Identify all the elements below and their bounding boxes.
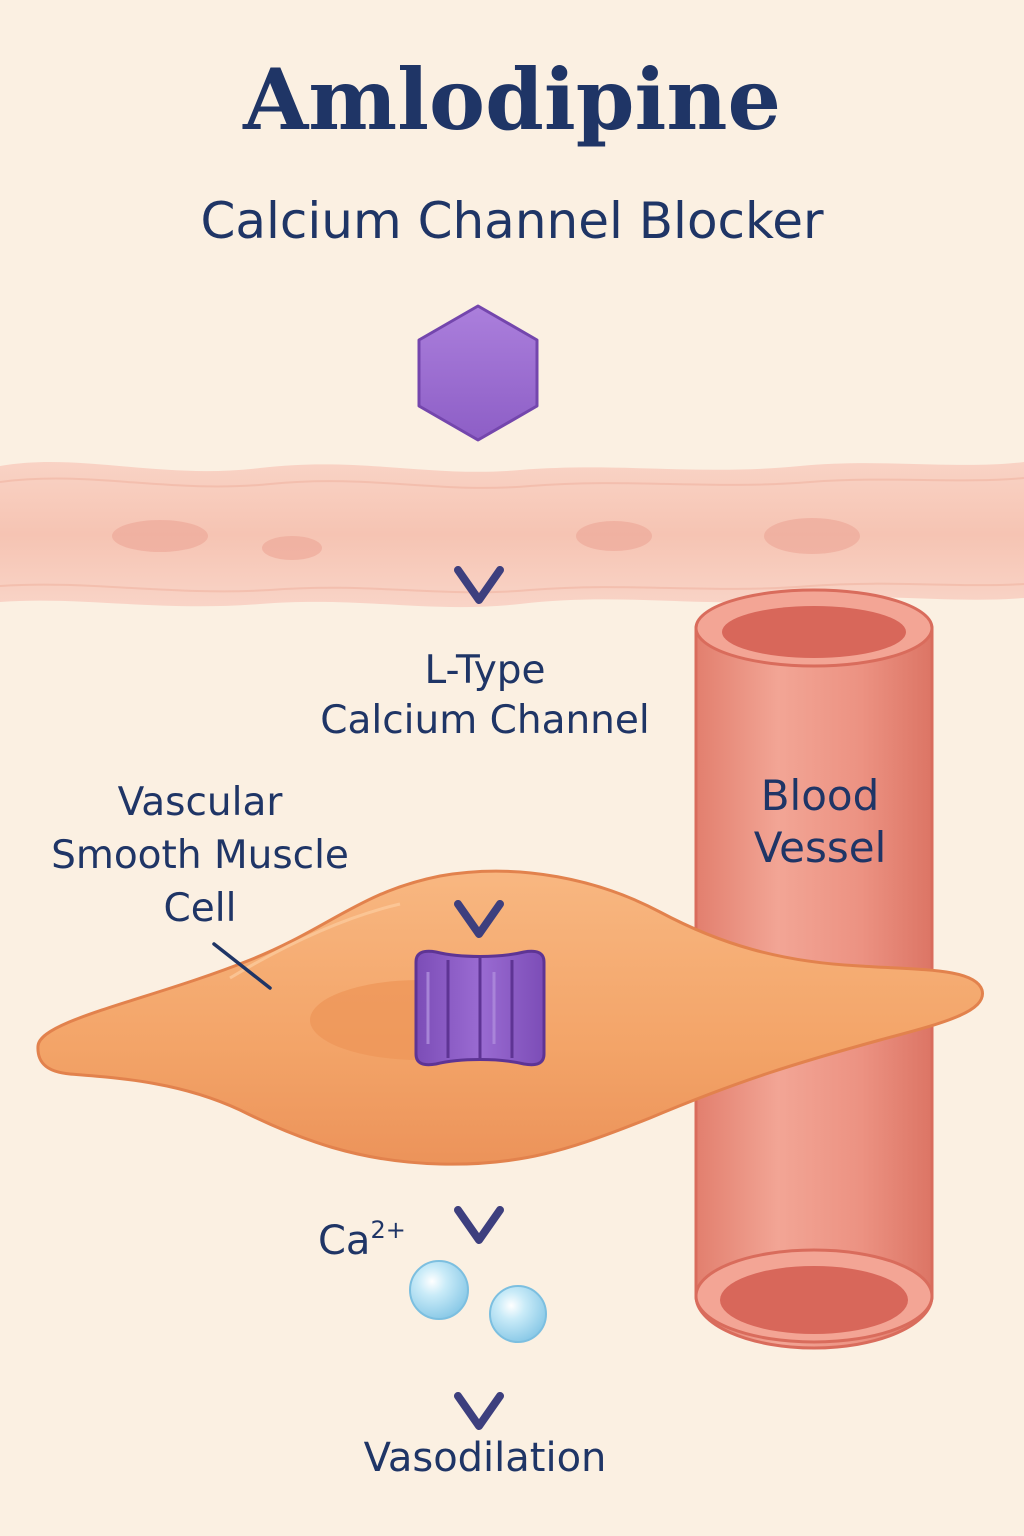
- membrane-nucleus: [112, 520, 208, 552]
- calcium-channel-icon: [414, 949, 546, 1067]
- ion-symbol: Ca: [318, 1218, 371, 1264]
- calcium-ions-icon: [409, 1260, 547, 1343]
- arrow-channel-to-ions: [454, 1082, 504, 1244]
- arrow-drug-to-channel: [454, 456, 504, 604]
- calcium-ion-label: Ca2+: [318, 1218, 406, 1261]
- cell-label-pointer: [212, 942, 272, 990]
- vessel-lumen-top: [722, 606, 906, 658]
- amlodipine-molecule-icon: [417, 304, 539, 442]
- page-subtitle: Calcium Channel Blocker: [200, 192, 824, 250]
- vessel-label: Blood Vessel: [700, 770, 940, 874]
- page-title: Amlodipine: [243, 50, 781, 149]
- arrow-label-to-channel: [454, 766, 504, 938]
- cell-label-line: Vascular: [117, 780, 283, 825]
- membrane-nucleus: [764, 518, 860, 554]
- membrane-nucleus: [576, 521, 652, 551]
- channel-label: L-Type Calcium Channel: [270, 646, 700, 746]
- blood-vessel: [694, 588, 934, 1350]
- vessel-label-line: Blood: [760, 771, 880, 820]
- calcium-ion: [489, 1285, 547, 1343]
- cell-label-line: Cell: [163, 886, 237, 931]
- outcome-label: Vasodilation: [363, 1435, 607, 1481]
- channel-label-line: Calcium Channel: [320, 698, 650, 743]
- calcium-ion: [409, 1260, 469, 1320]
- vessel-label-line: Vessel: [753, 823, 887, 872]
- cell-label: Vascular Smooth Muscle Cell: [20, 776, 380, 935]
- arrow-ions-to-vasodilation: [454, 1350, 504, 1430]
- ion-charge: 2+: [370, 1216, 406, 1244]
- membrane-nucleus: [262, 536, 322, 560]
- cell-label-line: Smooth Muscle: [51, 833, 349, 878]
- vessel-lumen-bottom: [720, 1266, 908, 1334]
- cell-membrane: [0, 461, 1024, 608]
- channel-label-line: L-Type: [424, 648, 546, 693]
